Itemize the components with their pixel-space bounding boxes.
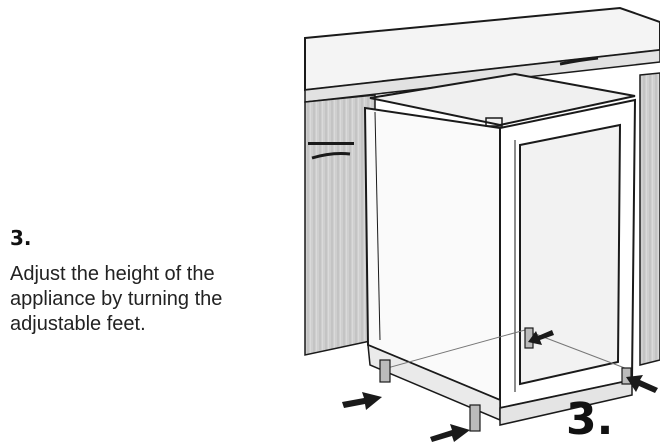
appliance <box>363 72 637 426</box>
arrow-icon <box>528 330 554 345</box>
foot-front-left <box>469 404 481 432</box>
illustration-step-label: 3. <box>566 394 614 445</box>
step-instruction: Adjust the height of the appliance by tu… <box>10 263 223 335</box>
drawer-handle-right <box>559 56 599 66</box>
step-number: 3. <box>10 226 32 250</box>
right-cabinet <box>559 56 660 366</box>
left-cabinet <box>304 94 376 356</box>
arrow-icon <box>342 392 382 410</box>
arrow-icon <box>626 375 658 393</box>
arrow-icon <box>430 424 470 442</box>
arrows <box>342 330 658 442</box>
foot-left-back <box>379 359 391 383</box>
foot-front-right <box>621 367 632 385</box>
drawer-handle-left <box>308 142 354 145</box>
